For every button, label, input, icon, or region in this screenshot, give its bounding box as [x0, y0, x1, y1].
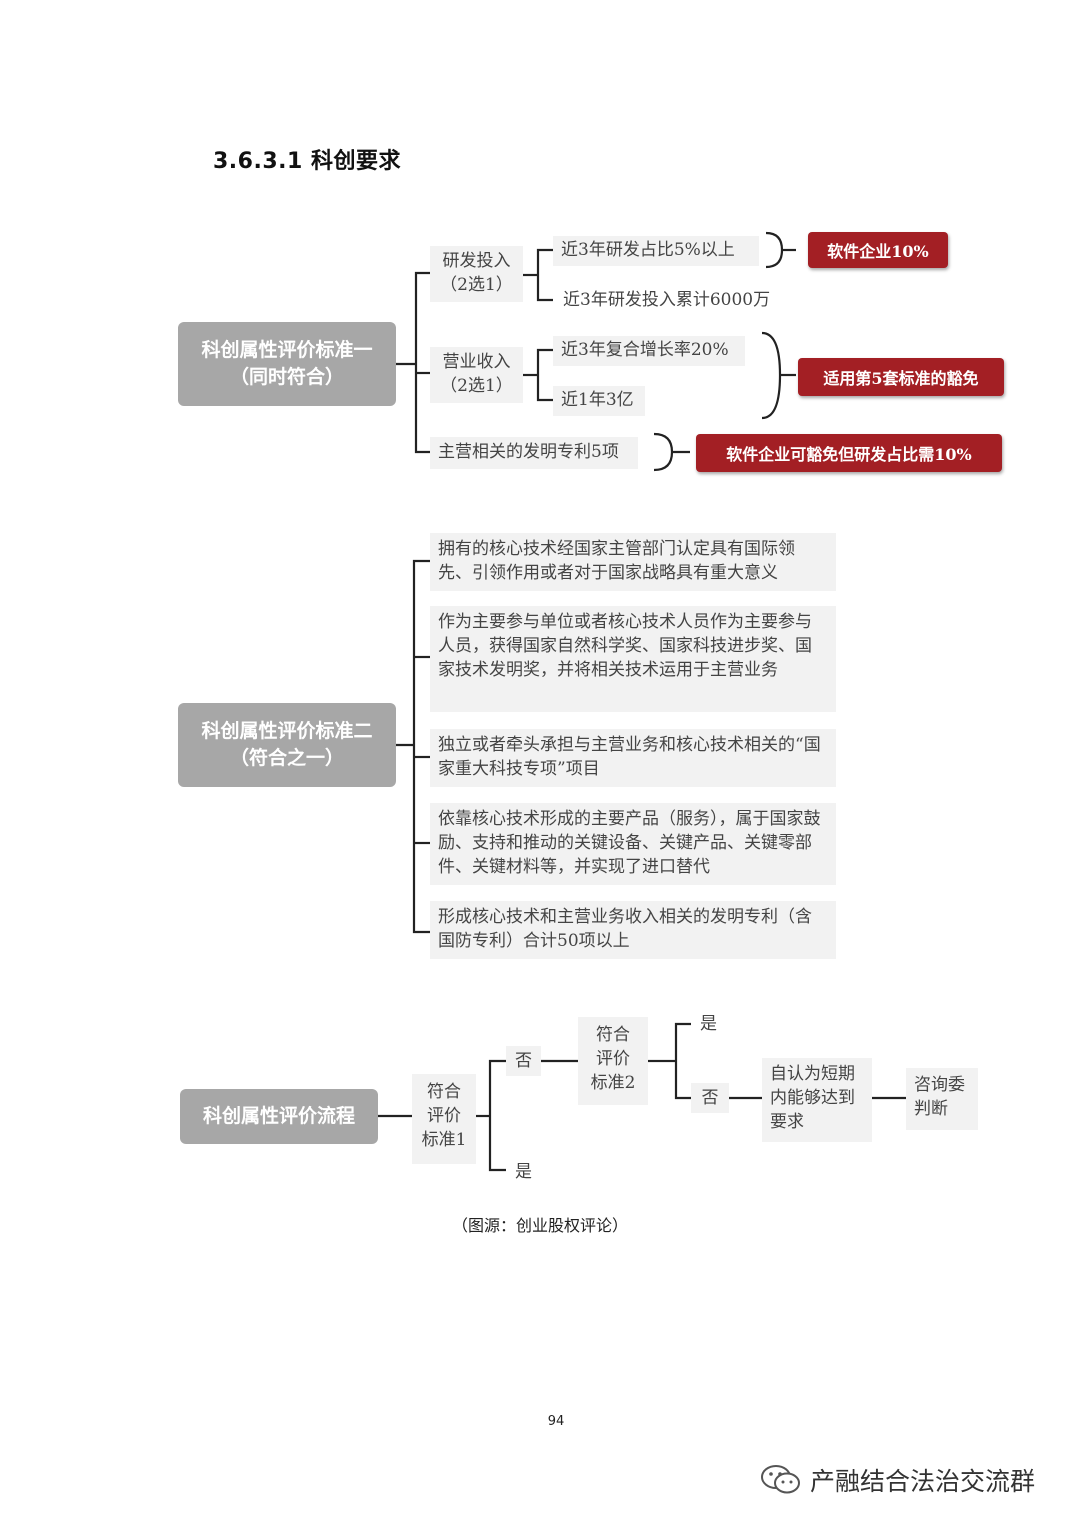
page-number: 94 [547, 1414, 565, 1429]
flow-node1-no: 否 [506, 1046, 541, 1076]
revenue-branch: 营业收入 （2选1） [430, 347, 523, 403]
node-line: 要求 [770, 1112, 804, 1132]
note-software-exemption: 软件企业可豁免但研发占比需10% [696, 434, 1002, 472]
standard2-root-subtitle: （符合之一） [229, 747, 344, 769]
flow-node-self-assess: 自认为短期 内能够达到 要求 [762, 1058, 872, 1142]
wechat-icon [761, 1465, 800, 1494]
flow-node1-yes: 是 [515, 1162, 532, 1182]
branch-sublabel: （2选1） [440, 275, 513, 295]
node-line: 评价 [427, 1106, 461, 1126]
revenue-item-1: 近3年复合增长率20% [553, 336, 745, 366]
watermark-text: 产融结合法治交流群 [810, 1467, 1036, 1496]
flow-node-standard2: 符合 评价 标准2 [578, 1017, 648, 1105]
standard2-item-5: 形成核心技术和主营业务收入相关的发明专利（含国防专利）合计50项以上 [430, 901, 836, 959]
node-line: 评价 [596, 1049, 630, 1069]
standard1-root-subtitle: （同时符合） [229, 366, 344, 388]
standard1-root: 科创属性评价标准一 （同时符合） [178, 322, 396, 406]
flow-node2-yes: 是 [700, 1014, 717, 1034]
branch-label: 研发投入 [442, 251, 511, 271]
node-line: 符合 [427, 1082, 461, 1102]
flow-root: 科创属性评价流程 [180, 1089, 378, 1144]
note-software-10: 软件企业10% [808, 232, 948, 268]
standard1-root-title: 科创属性评价标准一 [201, 339, 373, 361]
patent-branch: 主营相关的发明专利5项 [430, 437, 638, 469]
standard2-item-1: 拥有的核心技术经国家主管部门认定具有国际领先、引领作用或者对于国家战略具有重大意… [430, 533, 836, 591]
rd-item-1: 近3年研发占比5%以上 [553, 236, 759, 266]
branch-sublabel: （2选1） [440, 376, 513, 396]
rd-item-2: 近3年研发投入累计6000万 [563, 290, 771, 310]
note-fifth-standard-exemption: 适用第5套标准的豁免 [798, 358, 1004, 396]
node-line: 自认为短期 [770, 1064, 855, 1084]
figure-caption: （图源：创业股权评论） [451, 1216, 628, 1235]
revenue-item-2: 近1年3亿 [553, 386, 645, 416]
section-heading: 3.6.3.1 科创要求 [213, 149, 401, 174]
flow-node-standard1: 符合 评价 标准1 [412, 1074, 476, 1164]
standard2-item-3: 独立或者牵头承担与主营业务和核心技术相关的“国家重大科技专项”项目 [430, 729, 836, 787]
flow-node-advisory: 咨询委 判断 [906, 1068, 978, 1130]
node-line: 咨询委 [914, 1075, 965, 1095]
standard2-root: 科创属性评价标准二 （符合之一） [178, 703, 396, 787]
standard2-root-title: 科创属性评价标准二 [201, 720, 373, 742]
node-line: 内能够达到 [770, 1088, 855, 1108]
node-line: 标准1 [421, 1130, 467, 1150]
branch-label: 营业收入 [442, 352, 511, 372]
watermark: 产融结合法治交流群 [760, 1462, 1035, 1498]
node-line: 判断 [914, 1099, 948, 1119]
node-line: 符合 [596, 1025, 630, 1045]
flow-node2-no: 否 [691, 1083, 729, 1113]
node-line: 标准2 [590, 1073, 636, 1093]
rd-investment-branch: 研发投入 （2选1） [430, 246, 523, 302]
standard2-item-4: 依靠核心技术形成的主要产品（服务），属于国家鼓励、支持和推动的关键设备、关键产品… [430, 803, 836, 885]
standard2-item-2: 作为主要参与单位或者核心技术人员作为主要参与人员，获得国家自然科学奖、国家科技进… [430, 606, 836, 712]
